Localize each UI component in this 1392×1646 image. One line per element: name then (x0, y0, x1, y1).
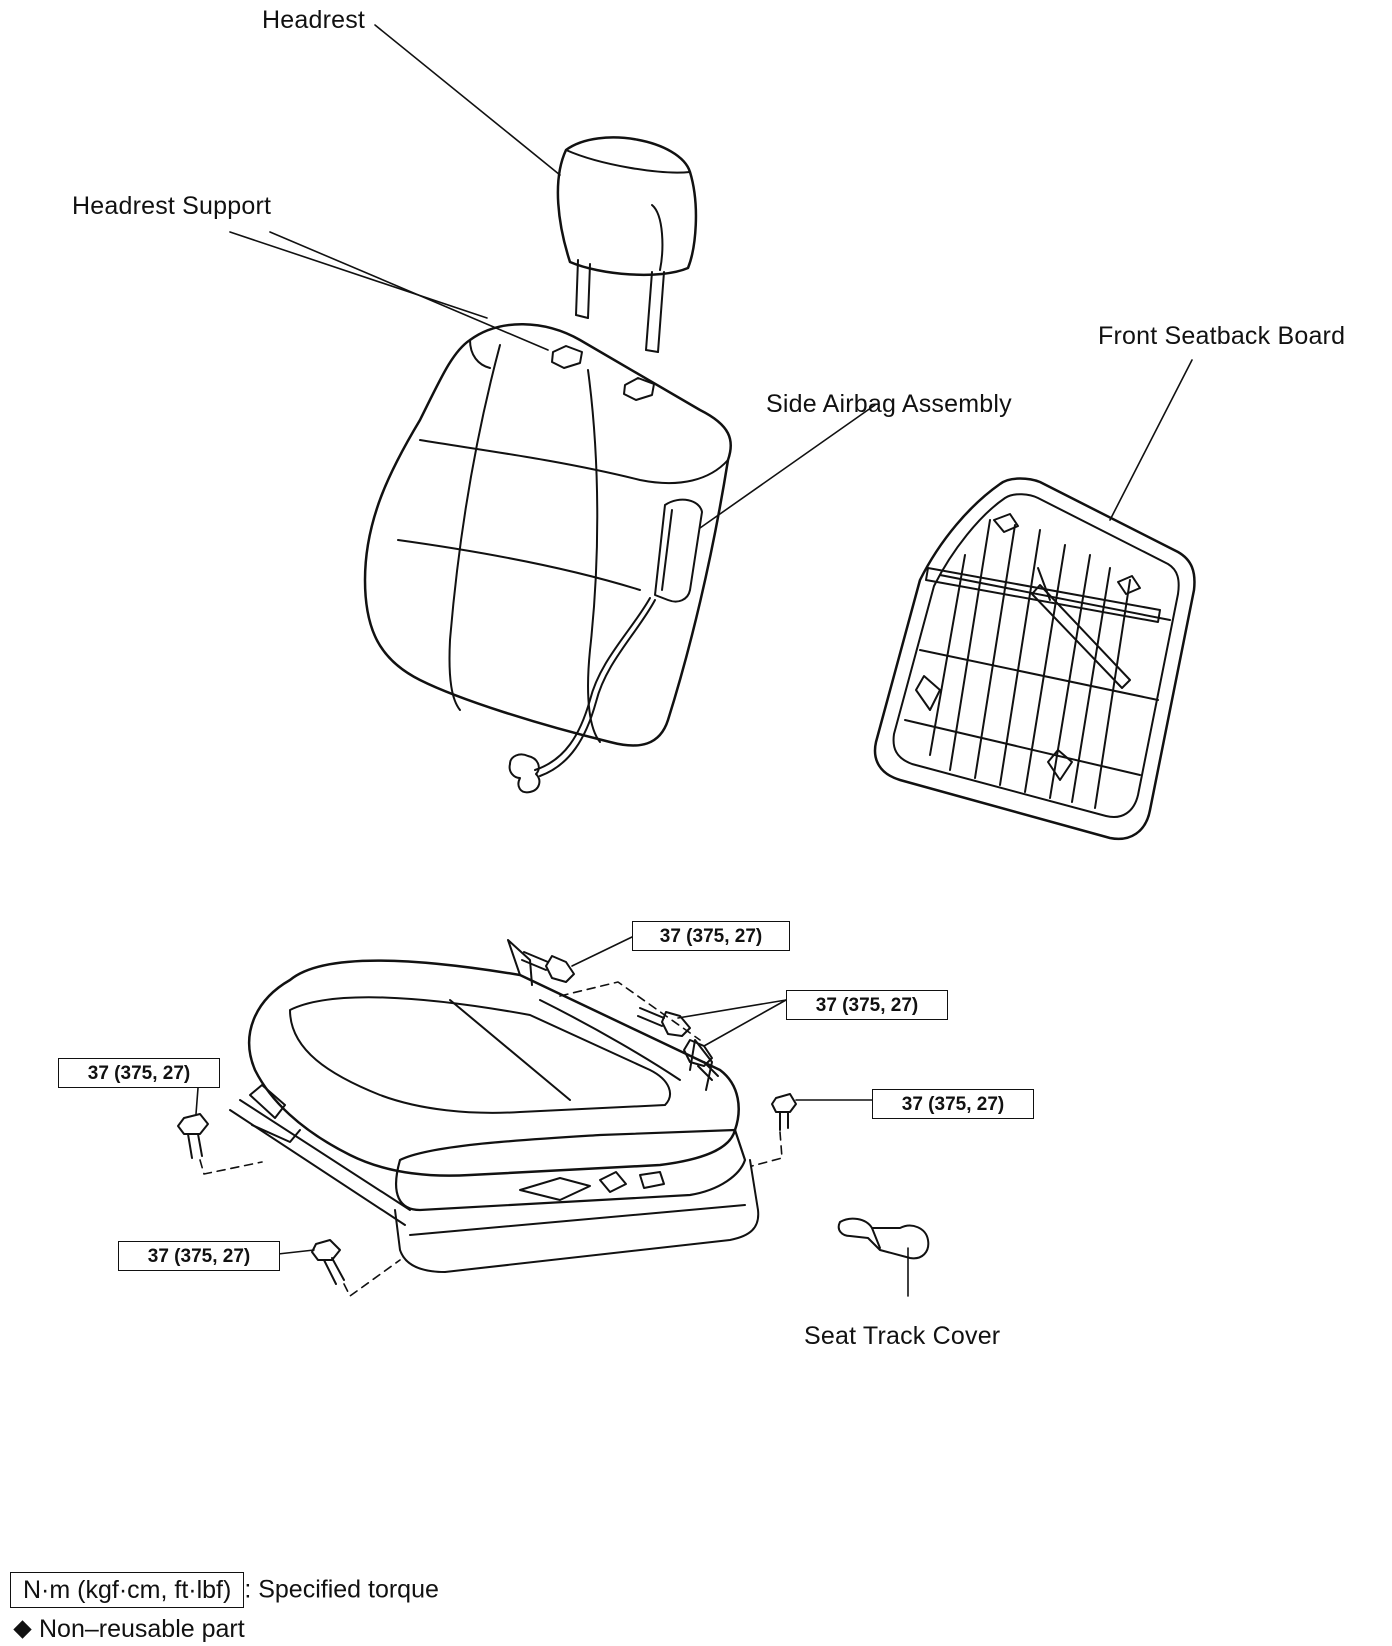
front-seatback-board-part (873, 477, 1196, 841)
headrest-part (556, 136, 698, 353)
bolt-bottom-left (311, 1239, 345, 1285)
seat-track-cover-label: Seat Track Cover (804, 1322, 1001, 1350)
seat-track-cover-part (837, 1217, 930, 1260)
side-airbag-assembly-label: Side Airbag Assembly (766, 390, 1012, 418)
diamond-icon (13, 1620, 32, 1639)
bolt-left (177, 1113, 209, 1159)
leader-lines (195, 24, 1193, 1297)
bolt-right (771, 1093, 797, 1131)
torque-spec-box: 37 (375, 27) (632, 921, 790, 951)
seatback-part (363, 323, 732, 794)
legend-torque: N·m (kgf·cm, ft·lbf): Specified torque (10, 1572, 439, 1608)
torque-spec-box: 37 (375, 27) (58, 1058, 220, 1088)
headrest-label: Headrest (262, 6, 366, 34)
legend-torque-text: : Specified torque (244, 1575, 439, 1604)
assembly-dashed-lines (199, 981, 783, 1297)
headrest-support-label: Headrest Support (72, 192, 272, 220)
bolt-top-1 (521, 951, 575, 983)
seat-cushion-part (229, 939, 760, 1273)
torque-spec-box: 37 (375, 27) (118, 1241, 280, 1271)
legend-torque-unit: N·m (kgf·cm, ft·lbf) (10, 1572, 245, 1608)
torque-spec-box: 37 (375, 27) (872, 1089, 1034, 1119)
bolt-top-2 (637, 1007, 691, 1037)
legend-non-reusable-text: Non–reusable part (39, 1614, 245, 1643)
torque-spec-box: 37 (375, 27) (786, 990, 948, 1020)
legend-non-reusable: Non–reusable part (10, 1614, 245, 1644)
front-seatback-board-label: Front Seatback Board (1098, 322, 1346, 350)
